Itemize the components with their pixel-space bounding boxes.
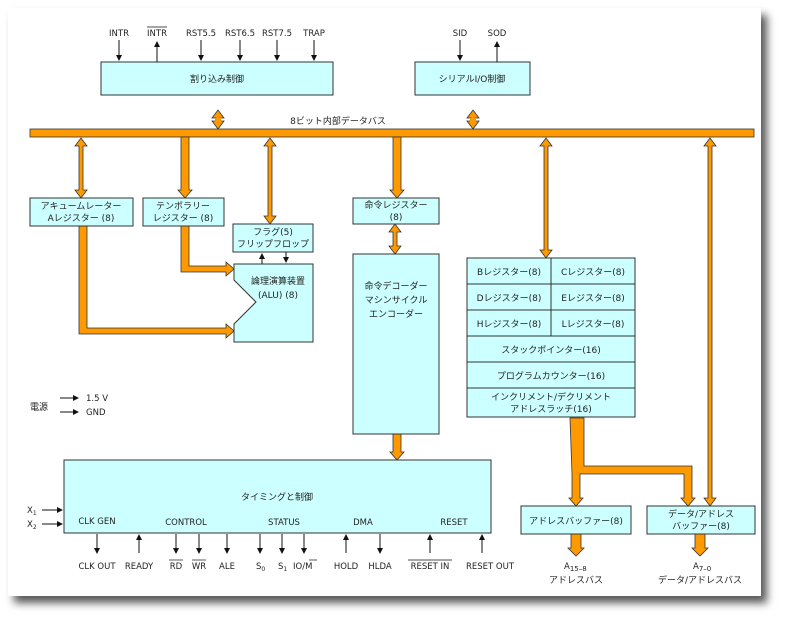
data-address-bus-output <box>691 533 709 557</box>
section-status: STATUS <box>268 518 300 528</box>
decoder-label-3: エンコーダー <box>369 308 423 320</box>
svg-text:INTR: INTR <box>147 29 167 39</box>
bus-link-registers <box>539 137 553 259</box>
accumulator-label-2: Aレジスター (8) <box>48 213 115 224</box>
temporary-label-1: テンポラリー <box>156 201 210 212</box>
bus-label: 8ビット内部データバス <box>290 115 386 127</box>
register-e: Eレジスター(8) <box>561 293 624 304</box>
decoder-label-1: 命令デコーダー <box>364 280 427 292</box>
flag-label-1: フラグ(5) <box>253 226 293 238</box>
svg-text:S1: S1 <box>278 562 287 573</box>
address-bus-label: A15–8 アドレスバス <box>549 562 603 586</box>
svg-text:X1: X1 <box>27 506 37 517</box>
accumulator-label-1: アキュームレーター <box>41 201 122 212</box>
svg-text:SOD: SOD <box>488 29 507 39</box>
svg-text:INTR: INTR <box>109 29 129 39</box>
data-address-buffer-label-2: バッファー(8) <box>672 521 730 532</box>
timing-signals: CLK OUT READY RD WR ALE S0 S1 IO/M HOLD … <box>78 534 515 573</box>
svg-text:IO/M: IO/M <box>293 562 312 572</box>
section-clk-gen: CLK GEN <box>78 517 115 527</box>
bus-link-flag <box>263 137 277 225</box>
interrupt-signals: INTR INTR RST5.5 RST6.5 RST7.5 TRAP <box>109 26 325 62</box>
timing-title: タイミングと制御 <box>241 491 313 503</box>
svg-text:RST5.5: RST5.5 <box>186 29 216 39</box>
section-reset: RESET <box>440 518 468 528</box>
bus-link-instruction-register <box>389 136 405 199</box>
ir-label-2: (8) <box>390 213 403 223</box>
serial-io-label: シリアルI/O制御 <box>439 73 506 85</box>
register-h: Hレジスター(8) <box>477 319 542 330</box>
svg-text:X2: X2 <box>27 520 37 531</box>
temporary-label-2: レジスター (8) <box>153 213 214 224</box>
inc-dec-latch-2: アドレスラッチ(16) <box>510 404 591 415</box>
clock-inputs: X1 X2 <box>27 506 63 531</box>
svg-text:A15–8: A15–8 <box>564 562 587 573</box>
svg-text:HLDA: HLDA <box>368 562 392 572</box>
temporary-register-block: テンポラリー レジスター (8) <box>142 197 225 227</box>
bus-link-data-address-buffer <box>703 137 717 507</box>
ir-label-1: 命令レジスター <box>364 199 427 211</box>
svg-text:READY: READY <box>125 562 154 572</box>
decoder-timing-path <box>389 433 405 461</box>
serial-io-block: シリアルI/O制御 <box>414 61 531 96</box>
bus-link-accumulator <box>74 137 88 199</box>
svg-text:RESET IN: RESET IN <box>411 562 450 572</box>
power-gnd: GND <box>86 408 106 418</box>
svg-text:S0: S0 <box>256 562 265 573</box>
bus-link-temporary <box>177 136 193 199</box>
section-dma: DMA <box>353 518 373 528</box>
svg-text:CLK OUT: CLK OUT <box>78 562 116 572</box>
internal-data-bus <box>29 128 755 138</box>
instruction-register-block: 命令レジスター (8) <box>352 197 440 225</box>
register-d: Dレジスター(8) <box>477 293 542 304</box>
svg-text:TRAP: TRAP <box>302 29 325 39</box>
section-control: CONTROL <box>165 518 207 528</box>
svg-text:ALE: ALE <box>219 562 235 572</box>
svg-text:RST7.5: RST7.5 <box>262 29 292 39</box>
data-address-buffer-label-1: データ/アドレス <box>668 508 734 520</box>
svg-text:WR: WR <box>192 562 206 572</box>
decoder-label-2: マシンサイクル <box>365 295 428 306</box>
stack-pointer: スタックポインター(16) <box>501 345 600 356</box>
ir-decoder-link <box>388 223 402 255</box>
accumulator-alu-path <box>78 225 235 339</box>
interrupt-control-label: 割り込み制御 <box>190 73 244 85</box>
interrupt-control-block: 割り込み制御 <box>100 61 334 96</box>
alu-label-1: 論理演算装置 <box>251 275 305 287</box>
program-counter: プログラムカウンター(16) <box>497 370 605 382</box>
accumulator-block: アキュームレーター Aレジスター (8) <box>29 197 134 227</box>
data-address-bus-label: A7–0 データ/アドレスバス <box>658 562 742 586</box>
svg-text:アドレスバス: アドレスバス <box>549 575 603 586</box>
power-legend: 電源 1.5 V GND <box>30 394 108 418</box>
flag-flipflop-block: フラグ(5) フリップフロップ <box>232 223 314 253</box>
register-c: Cレジスター(8) <box>561 267 625 278</box>
svg-text:RST6.5: RST6.5 <box>225 29 255 39</box>
svg-text:RESET OUT: RESET OUT <box>466 562 515 572</box>
register-array: Bレジスター(8) Cレジスター(8) Dレジスター(8) Eレジスター(8) … <box>466 257 636 418</box>
address-buffer-label: アドレスバッファー(8) <box>529 516 623 527</box>
inc-dec-latch-1: インクリメント/デクリメント <box>491 391 611 403</box>
serial-signals: SID SOD <box>453 29 507 62</box>
power-vcc: 1.5 V <box>86 394 108 404</box>
alu-block: 論理演算装置 (ALU) (8) <box>233 263 314 343</box>
svg-text:SID: SID <box>453 29 468 39</box>
latch-buffer-path <box>568 417 696 507</box>
alu-label-2: (ALU) (8) <box>258 291 298 301</box>
data-address-buffer-block: データ/アドレス バッファー(8) <box>646 505 756 535</box>
svg-text:RD: RD <box>170 562 183 572</box>
temporary-alu-path <box>180 225 235 277</box>
flag-label-2: フリップフロップ <box>237 239 309 250</box>
power-label: 電源 <box>30 402 48 413</box>
svg-text:A7–0: A7–0 <box>693 562 711 573</box>
register-b: Bレジスター(8) <box>477 267 541 278</box>
svg-text:データ/アドレスバス: データ/アドレスバス <box>658 574 742 586</box>
address-bus-output <box>567 533 585 557</box>
register-l: Lレジスター(8) <box>562 319 625 330</box>
address-buffer-block: アドレスバッファー(8) <box>520 505 632 535</box>
decoder-block: 命令デコーダー マシンサイクル エンコーダー <box>352 253 440 435</box>
timing-control-block: CLK GEN CONTROL STATUS DMA RESET <box>63 459 492 534</box>
svg-text:HOLD: HOLD <box>334 562 359 572</box>
